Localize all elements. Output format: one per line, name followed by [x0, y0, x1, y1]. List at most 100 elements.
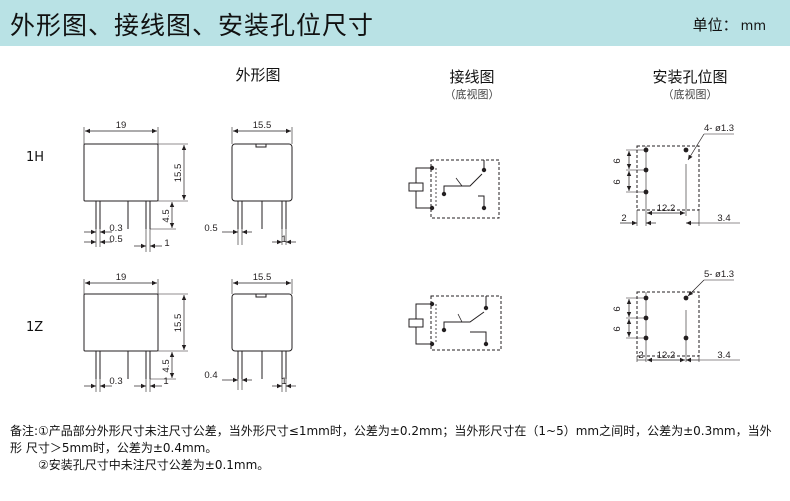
side-view-1h [222, 127, 296, 245]
dim-hole-v1: 6 [612, 306, 623, 311]
hole-callout: 5- ø1.3 [704, 269, 734, 280]
leader-line [687, 279, 705, 297]
wiring-diagram-1z [408, 295, 502, 351]
wiring-terminals-1h [429, 165, 487, 211]
dim-side-pin-off: 0.4 [204, 370, 217, 381]
terminal [483, 341, 489, 347]
mounting-holes-1h [643, 147, 689, 195]
terminal [481, 205, 487, 211]
front-view-1h [83, 127, 188, 252]
front-view-1z [83, 279, 188, 392]
dim-pin-a: 0.3 [109, 223, 122, 234]
relay-body-front-1h [83, 143, 159, 202]
hole [643, 167, 649, 173]
switch-arm [443, 311, 485, 330]
mounting-diagram-1z [626, 279, 740, 363]
row-label-1h: 1H [26, 150, 45, 165]
terminal [483, 305, 489, 311]
mounting-column-title: 安装孔位图 [652, 68, 728, 86]
relay-outline [636, 291, 700, 357]
terminal [429, 165, 435, 171]
hole [643, 315, 649, 321]
dim-hole-h: 12.2 [657, 350, 676, 361]
dim-pin-a: 0.3 [109, 376, 122, 387]
mounting-diagram-1h [620, 133, 740, 226]
dim-pin-b: 0.5 [109, 234, 122, 245]
dim-hole-v1: 6 [612, 158, 623, 163]
relay-outline [636, 145, 700, 211]
wire [415, 191, 432, 209]
wire [470, 331, 487, 344]
hole [683, 295, 689, 301]
wire [455, 177, 463, 187]
hole [683, 147, 689, 153]
unit-value: mm [740, 19, 766, 34]
switch-arm [443, 173, 483, 194]
dim-pin-length: 4.5 [161, 209, 172, 222]
header-bar: 外形图、接线图、安装孔位尺寸 单位：mm [0, 0, 790, 46]
dim-side-pin-off: 0.5 [204, 223, 217, 234]
hole [643, 295, 649, 301]
notch [255, 143, 267, 148]
terminal [481, 167, 487, 173]
hole-callout: 4- ø1.3 [704, 123, 734, 134]
outline-column-title: 外形图 [235, 66, 281, 84]
unit-label: 单位： [692, 16, 738, 34]
note-1: 备注:①产品部分外形尺寸未注尺寸公差，当外形尺寸≤1mm时，公差为±0.2mm；… [10, 424, 772, 455]
wiring-column-title: 接线图 [449, 68, 495, 86]
side-view-1z [222, 279, 296, 392]
relay-body-side-1h [231, 143, 293, 202]
relay-body-side-1z [231, 293, 293, 352]
dim-pin-w: 1 [164, 238, 169, 249]
hole [643, 147, 649, 153]
terminal [441, 191, 447, 197]
dim-hole-v2: 6 [612, 326, 623, 331]
dim-front-height: 15.5 [173, 164, 184, 183]
dim-side-width: 15.5 [253, 272, 272, 283]
mounting-holes-1z [643, 295, 689, 341]
coil-icon [408, 182, 424, 192]
page-title: 外形图、接线图、安装孔位尺寸 [10, 11, 375, 40]
dim-edge-left: 2 [638, 350, 643, 361]
dim-front-width: 19 [116, 120, 127, 131]
wiring-diagram-1h [408, 159, 500, 219]
unit-indicator: 单位：mm [693, 14, 766, 35]
hole [683, 335, 689, 341]
dim-hole-h: 12.2 [657, 203, 676, 214]
wire [457, 313, 463, 323]
dim-pin-w: 1 [163, 376, 168, 387]
dim-front-height: 15.5 [173, 314, 184, 333]
terminal [429, 205, 435, 211]
relay-outline [430, 295, 502, 351]
dim-side-width: 15.5 [253, 120, 272, 131]
terminal [429, 301, 435, 307]
wiring-terminals-1z [429, 301, 489, 347]
wiring-column-subtitle: （底视图） [444, 88, 500, 101]
notch [255, 293, 267, 298]
wire [415, 327, 432, 345]
wire [415, 303, 432, 319]
notes-section: 备注:①产品部分外形尺寸未注尺寸公差，当外形尺寸≤1mm时，公差为±0.2mm；… [10, 423, 780, 474]
dim-pin-length: 4.5 [161, 359, 172, 372]
dim-front-width: 19 [116, 272, 127, 283]
wire [415, 167, 432, 183]
row-label-1z: 1Z [26, 320, 44, 335]
dim-edge-right: 3.4 [717, 213, 730, 224]
dim-side-pin-w: 1 [281, 234, 286, 245]
coil-icon [408, 318, 424, 328]
note-2: ②安装孔尺寸中未注尺寸公差为±0.1mm。 [38, 458, 270, 472]
dim-hole-v2: 6 [612, 179, 623, 184]
relay-body-front-1z [83, 293, 159, 352]
wire [478, 195, 485, 208]
dim-edge-right: 3.4 [717, 350, 730, 361]
leader-line [687, 133, 705, 161]
mounting-column-subtitle: （底视图） [662, 88, 718, 101]
terminal [441, 327, 447, 333]
dim-edge-left: 2 [621, 213, 626, 224]
relay-outline [430, 159, 500, 219]
hole [643, 335, 649, 341]
terminal [429, 341, 435, 347]
hole [643, 189, 649, 195]
dim-side-pin-w: 1 [281, 376, 286, 387]
